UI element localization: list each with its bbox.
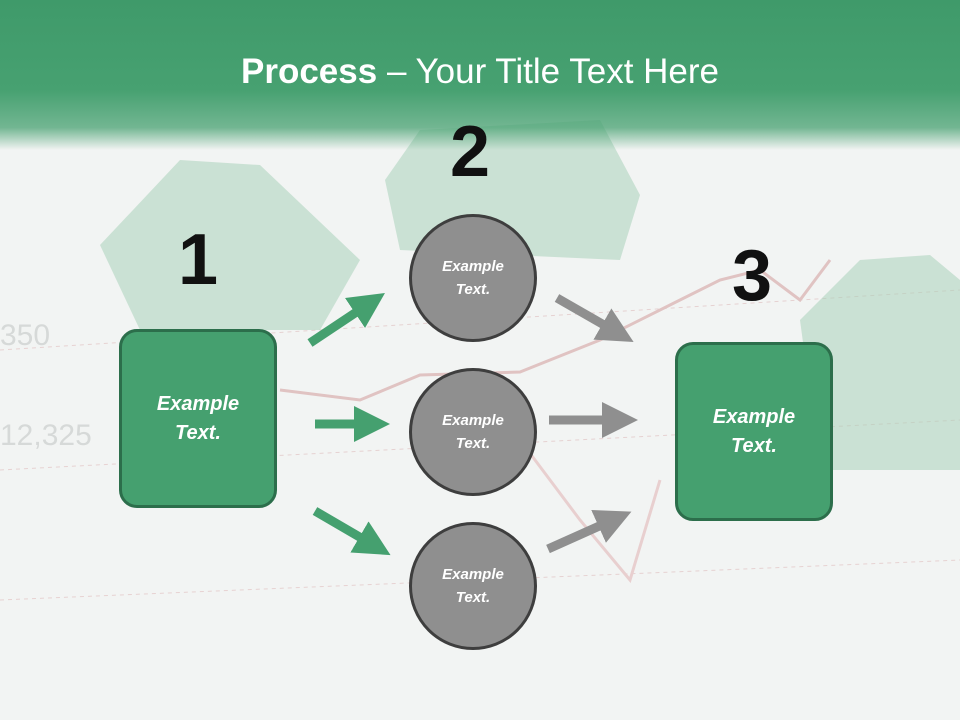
left-box-line1: Example xyxy=(156,392,240,415)
arrow-from-circle-1 xyxy=(554,294,634,342)
title-rest: – Your Title Text Here xyxy=(377,52,719,91)
circle-2: Example Text. xyxy=(409,368,537,496)
right-box-text: Example Text. xyxy=(713,403,795,461)
bg-label-12325: 12,325 xyxy=(0,419,92,452)
header-band xyxy=(0,0,960,150)
slide-title: Process – Your Title Text Here xyxy=(0,52,960,92)
circle-3-line1: Example xyxy=(442,566,504,583)
left-process-box: Example Text. xyxy=(119,329,277,508)
title-bold: Process xyxy=(241,52,378,91)
left-box-text: Example Text. xyxy=(157,390,239,448)
arrow-to-circle-1 xyxy=(307,293,385,347)
right-box-line2: Text. xyxy=(731,434,777,457)
right-box-line1: Example xyxy=(712,405,796,428)
right-process-box: Example Text. xyxy=(675,342,833,521)
step-number-1: 1 xyxy=(178,220,219,300)
step-number-3: 3 xyxy=(732,236,773,316)
bg-label-350: 350 xyxy=(0,319,50,352)
circle-3: Example Text. xyxy=(409,522,537,650)
left-box-line2: Text. xyxy=(175,421,221,444)
step-number-2: 2 xyxy=(450,112,491,192)
circle-2-line1: Example xyxy=(442,412,504,429)
arrow-from-circle-3 xyxy=(546,509,632,554)
circle-2-line2: Text. xyxy=(455,435,491,452)
arrow-to-circle-3 xyxy=(312,507,391,556)
circle-1-line2: Text. xyxy=(455,281,491,298)
circle-1-line1: Example xyxy=(442,258,504,275)
circle-1: Example Text. xyxy=(409,214,537,342)
circle-3-line2: Text. xyxy=(455,589,491,606)
